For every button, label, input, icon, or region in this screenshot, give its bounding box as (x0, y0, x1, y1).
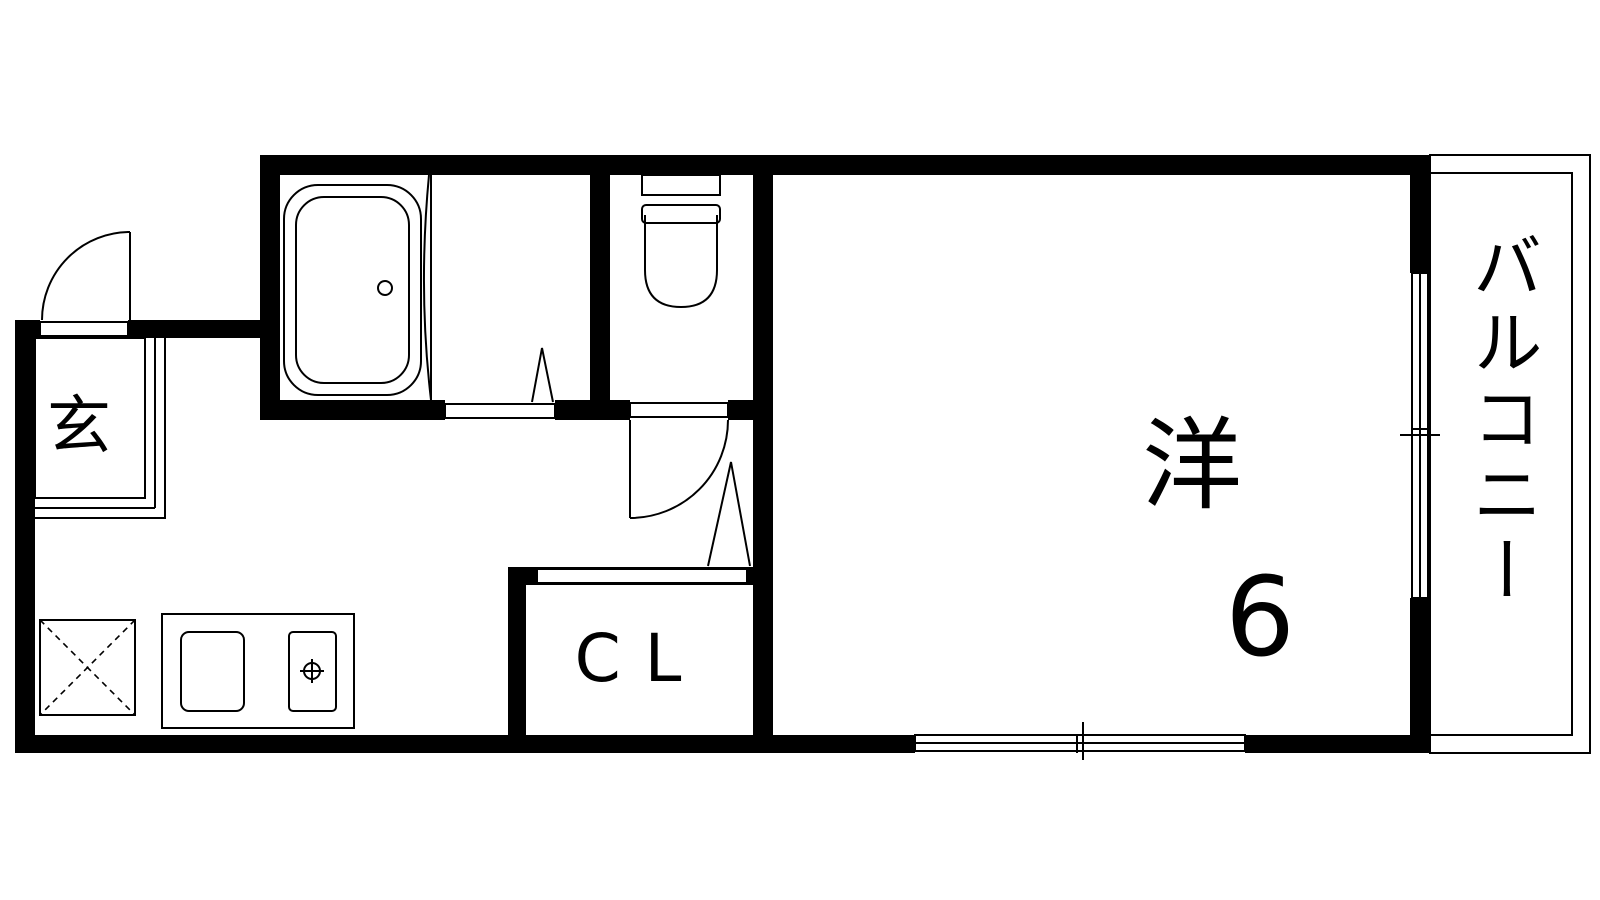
bathtub-fixture (283, 174, 432, 401)
bath-folding-door[interactable] (444, 347, 556, 419)
kitchen-fridge-space (39, 619, 136, 716)
balcony-sliding-door[interactable] (1400, 272, 1440, 599)
entrance-area (34, 337, 166, 519)
entrance-label: 玄 (47, 390, 111, 464)
toilet-fixture (641, 174, 721, 309)
toilet-door[interactable] (629, 402, 729, 519)
entrance-door[interactable] (39, 231, 131, 337)
closet-label: CL (575, 620, 706, 697)
balcony-label: バルコニー (1461, 230, 1543, 610)
western-room-size: 6 (1225, 553, 1295, 681)
bottom-window[interactable] (914, 722, 1246, 760)
western-room-label: 洋 (1142, 407, 1242, 524)
sink (180, 631, 245, 712)
closet-folding-door[interactable] (536, 461, 751, 584)
stove (288, 631, 337, 712)
kitchen-counter (161, 613, 355, 729)
balcony (1429, 154, 1591, 754)
